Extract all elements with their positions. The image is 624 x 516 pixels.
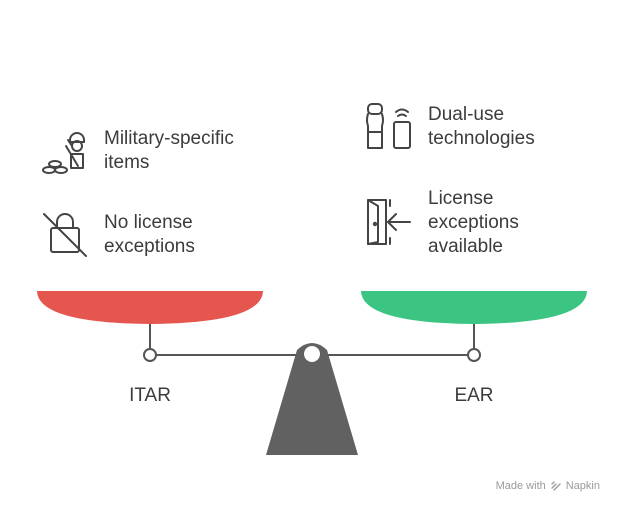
napkin-logo-icon (551, 481, 561, 491)
pivot (304, 346, 320, 362)
no-license-exceptions-text: No license exceptions (104, 212, 195, 257)
ear-label: EAR (454, 385, 494, 406)
itar-label: ITAR (129, 385, 171, 406)
door-enter-icon (367, 199, 411, 245)
left-joint (143, 348, 157, 362)
military-specific-items-text: Military-specific items (104, 128, 234, 173)
napkin-watermark: Made with Napkin (496, 480, 600, 492)
left-pan (37, 291, 263, 324)
fulcrum (266, 343, 358, 455)
right-joint (467, 348, 481, 362)
watermark-brand: Napkin (565, 480, 600, 492)
soldier-icon (42, 132, 85, 174)
right-pan (361, 291, 587, 324)
dual-use-technologies-text: Dual-use technologies (428, 104, 535, 149)
device-signal-icon (366, 103, 411, 149)
license-exceptions-available-text: License exceptions available (428, 188, 519, 257)
no-lock-icon (43, 213, 87, 257)
watermark-prefix: Made with (495, 480, 546, 492)
